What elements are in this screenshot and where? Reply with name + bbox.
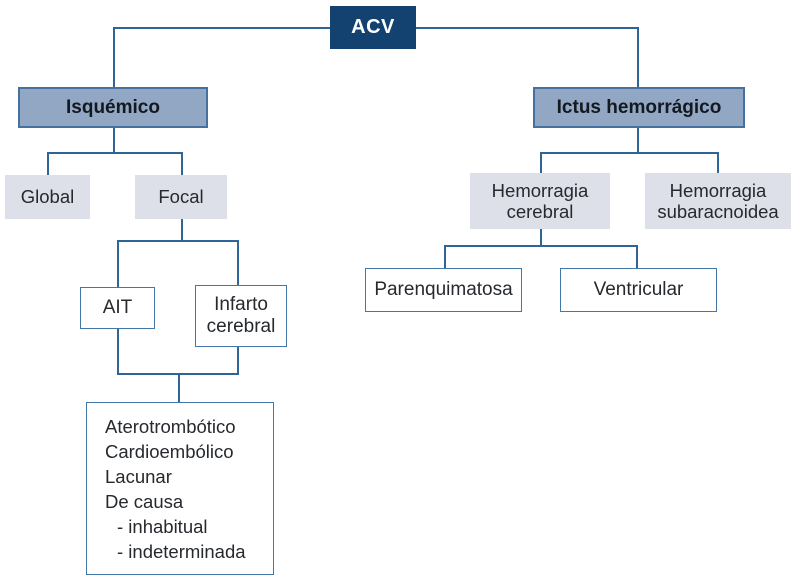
connector-line	[47, 152, 49, 175]
node-ictus-hemorragico: Ictus hemorrágico	[533, 87, 745, 128]
connector-line	[237, 240, 239, 285]
connector-line	[444, 245, 638, 247]
etiology-line: Aterotrombótico	[105, 415, 236, 437]
connector-line	[113, 27, 330, 29]
connector-line	[636, 245, 638, 268]
node-hemorragia-cerebral: Hemorragia cerebral	[470, 173, 610, 229]
node-ventricular: Ventricular	[560, 268, 717, 312]
connector-line	[540, 152, 719, 154]
connector-line	[113, 128, 115, 152]
etiology-line: Cardioembólico	[105, 440, 234, 462]
connector-line	[181, 219, 183, 240]
connector-line	[117, 240, 239, 242]
node-parenquimatosa: Parenquimatosa	[365, 268, 522, 312]
etiology-line: Lacunar	[105, 465, 172, 487]
etiology-line: - indeterminada	[117, 540, 246, 562]
node-ait: AIT	[80, 287, 155, 329]
connector-line	[637, 128, 639, 152]
node-focal: Focal	[135, 175, 227, 219]
connector-line	[113, 27, 115, 87]
connector-line	[178, 373, 180, 402]
etiology-line: De causa	[105, 490, 184, 512]
connector-line	[540, 152, 542, 173]
node-etiology-list: Aterotrombótico Cardioembólico Lacunar D…	[86, 402, 274, 575]
connector-line	[416, 27, 638, 29]
node-isquemico: Isquémico	[18, 87, 208, 128]
connector-line	[181, 152, 183, 175]
node-global: Global	[5, 175, 90, 219]
connector-line	[237, 347, 239, 373]
connector-line	[717, 152, 719, 173]
connector-line	[637, 27, 639, 87]
connector-line	[444, 245, 446, 268]
connector-line	[117, 240, 119, 287]
connector-line	[117, 329, 119, 373]
node-acv: ACV	[330, 6, 416, 49]
etiology-line: - inhabitual	[117, 515, 208, 537]
node-infarto-cerebral: Infarto cerebral	[195, 285, 287, 347]
node-hemorragia-subaracnoidea: Hemorragia subaracnoidea	[645, 173, 791, 229]
connector-line	[540, 229, 542, 245]
connector-line	[47, 152, 183, 154]
